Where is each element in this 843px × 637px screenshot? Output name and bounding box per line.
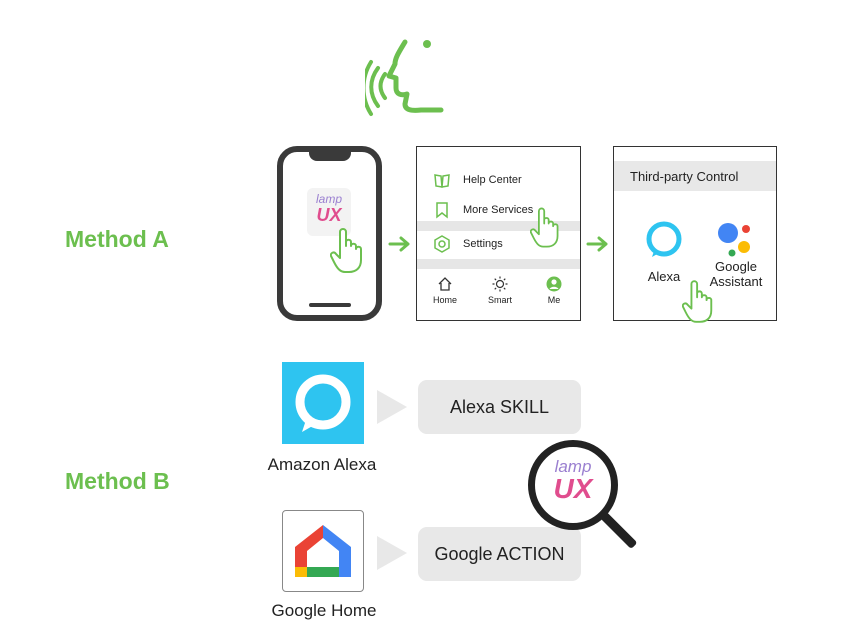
- arrow-right-icon: [377, 390, 407, 424]
- menu-item-label: Settings: [463, 238, 503, 250]
- book-icon: [434, 174, 450, 188]
- app-logo-top: lamp: [315, 192, 342, 206]
- menu-item-label: More Services: [463, 204, 534, 216]
- third-party-screen: Third-party Control Alexa Google Assista…: [613, 146, 777, 321]
- google-action-button[interactable]: Google ACTION: [418, 527, 581, 581]
- phone-mockup: lamp UX: [277, 146, 382, 321]
- google-label-line2: Assistant: [709, 274, 763, 289]
- google-home-label: Google Home: [271, 601, 377, 620]
- menu-divider: [417, 259, 580, 269]
- arrow-right-icon: [586, 236, 608, 252]
- tap-hand-icon: [682, 280, 713, 323]
- lamp-ux-app-icon[interactable]: lamp UX: [307, 188, 351, 236]
- nav-label: Me: [547, 295, 561, 305]
- alexa-label: Alexa: [647, 269, 681, 284]
- phone-home-bar: [309, 303, 351, 307]
- user-icon: [546, 276, 562, 292]
- nav-item-home[interactable]: Home: [420, 276, 470, 305]
- method-a-label: Method A: [65, 226, 169, 252]
- menu-divider: [417, 221, 580, 231]
- menu-item-label: Help Center: [463, 174, 522, 186]
- app-logo-bottom: UX: [316, 205, 342, 225]
- google-home-app-icon[interactable]: [282, 510, 364, 592]
- bottom-nav: Home Smart Me: [417, 270, 580, 320]
- voice-command-icon: [365, 39, 444, 116]
- method-b-label: Method B: [65, 468, 170, 494]
- home-icon: [438, 277, 452, 291]
- menu-item-more-services[interactable]: More Services: [417, 197, 580, 223]
- google-label-line1: Google: [715, 259, 757, 274]
- nav-item-me[interactable]: Me: [529, 276, 579, 305]
- google-home-house-icon: [295, 525, 351, 577]
- arrow-right-icon: [388, 236, 410, 252]
- google-assistant-icon: [718, 223, 750, 257]
- sun-icon: [492, 276, 508, 292]
- alexa-skill-button[interactable]: Alexa SKILL: [418, 380, 581, 434]
- alexa-option[interactable]: Alexa: [636, 219, 692, 284]
- alexa-ring-icon: [646, 221, 682, 257]
- alexa-ring-icon: [295, 374, 351, 432]
- magnifier-handle: [600, 511, 638, 550]
- tap-hand-icon: [530, 207, 559, 248]
- nav-label: Smart: [487, 295, 512, 305]
- hexagon-gear-icon: [434, 235, 450, 253]
- menu-item-help-center[interactable]: Help Center: [417, 167, 580, 193]
- amazon-alexa-label: Amazon Alexa: [267, 455, 377, 474]
- phone-notch: [309, 151, 351, 161]
- panel-title: Third-party Control: [630, 169, 739, 184]
- arrow-right-icon: [377, 536, 407, 570]
- nav-label: Home: [432, 295, 457, 305]
- google-assistant-option[interactable]: Google Assistant: [700, 219, 772, 289]
- magnifier-logo-top: lamp: [554, 457, 592, 476]
- menu-item-settings[interactable]: Settings: [417, 231, 580, 257]
- bookmark-icon: [436, 202, 448, 219]
- nav-item-smart[interactable]: Smart: [475, 276, 525, 305]
- tap-hand-icon: [330, 228, 362, 273]
- magnifier-logo-bottom: UX: [553, 473, 593, 504]
- amazon-alexa-app-icon[interactable]: [282, 362, 364, 444]
- third-party-header: Third-party Control: [614, 161, 776, 191]
